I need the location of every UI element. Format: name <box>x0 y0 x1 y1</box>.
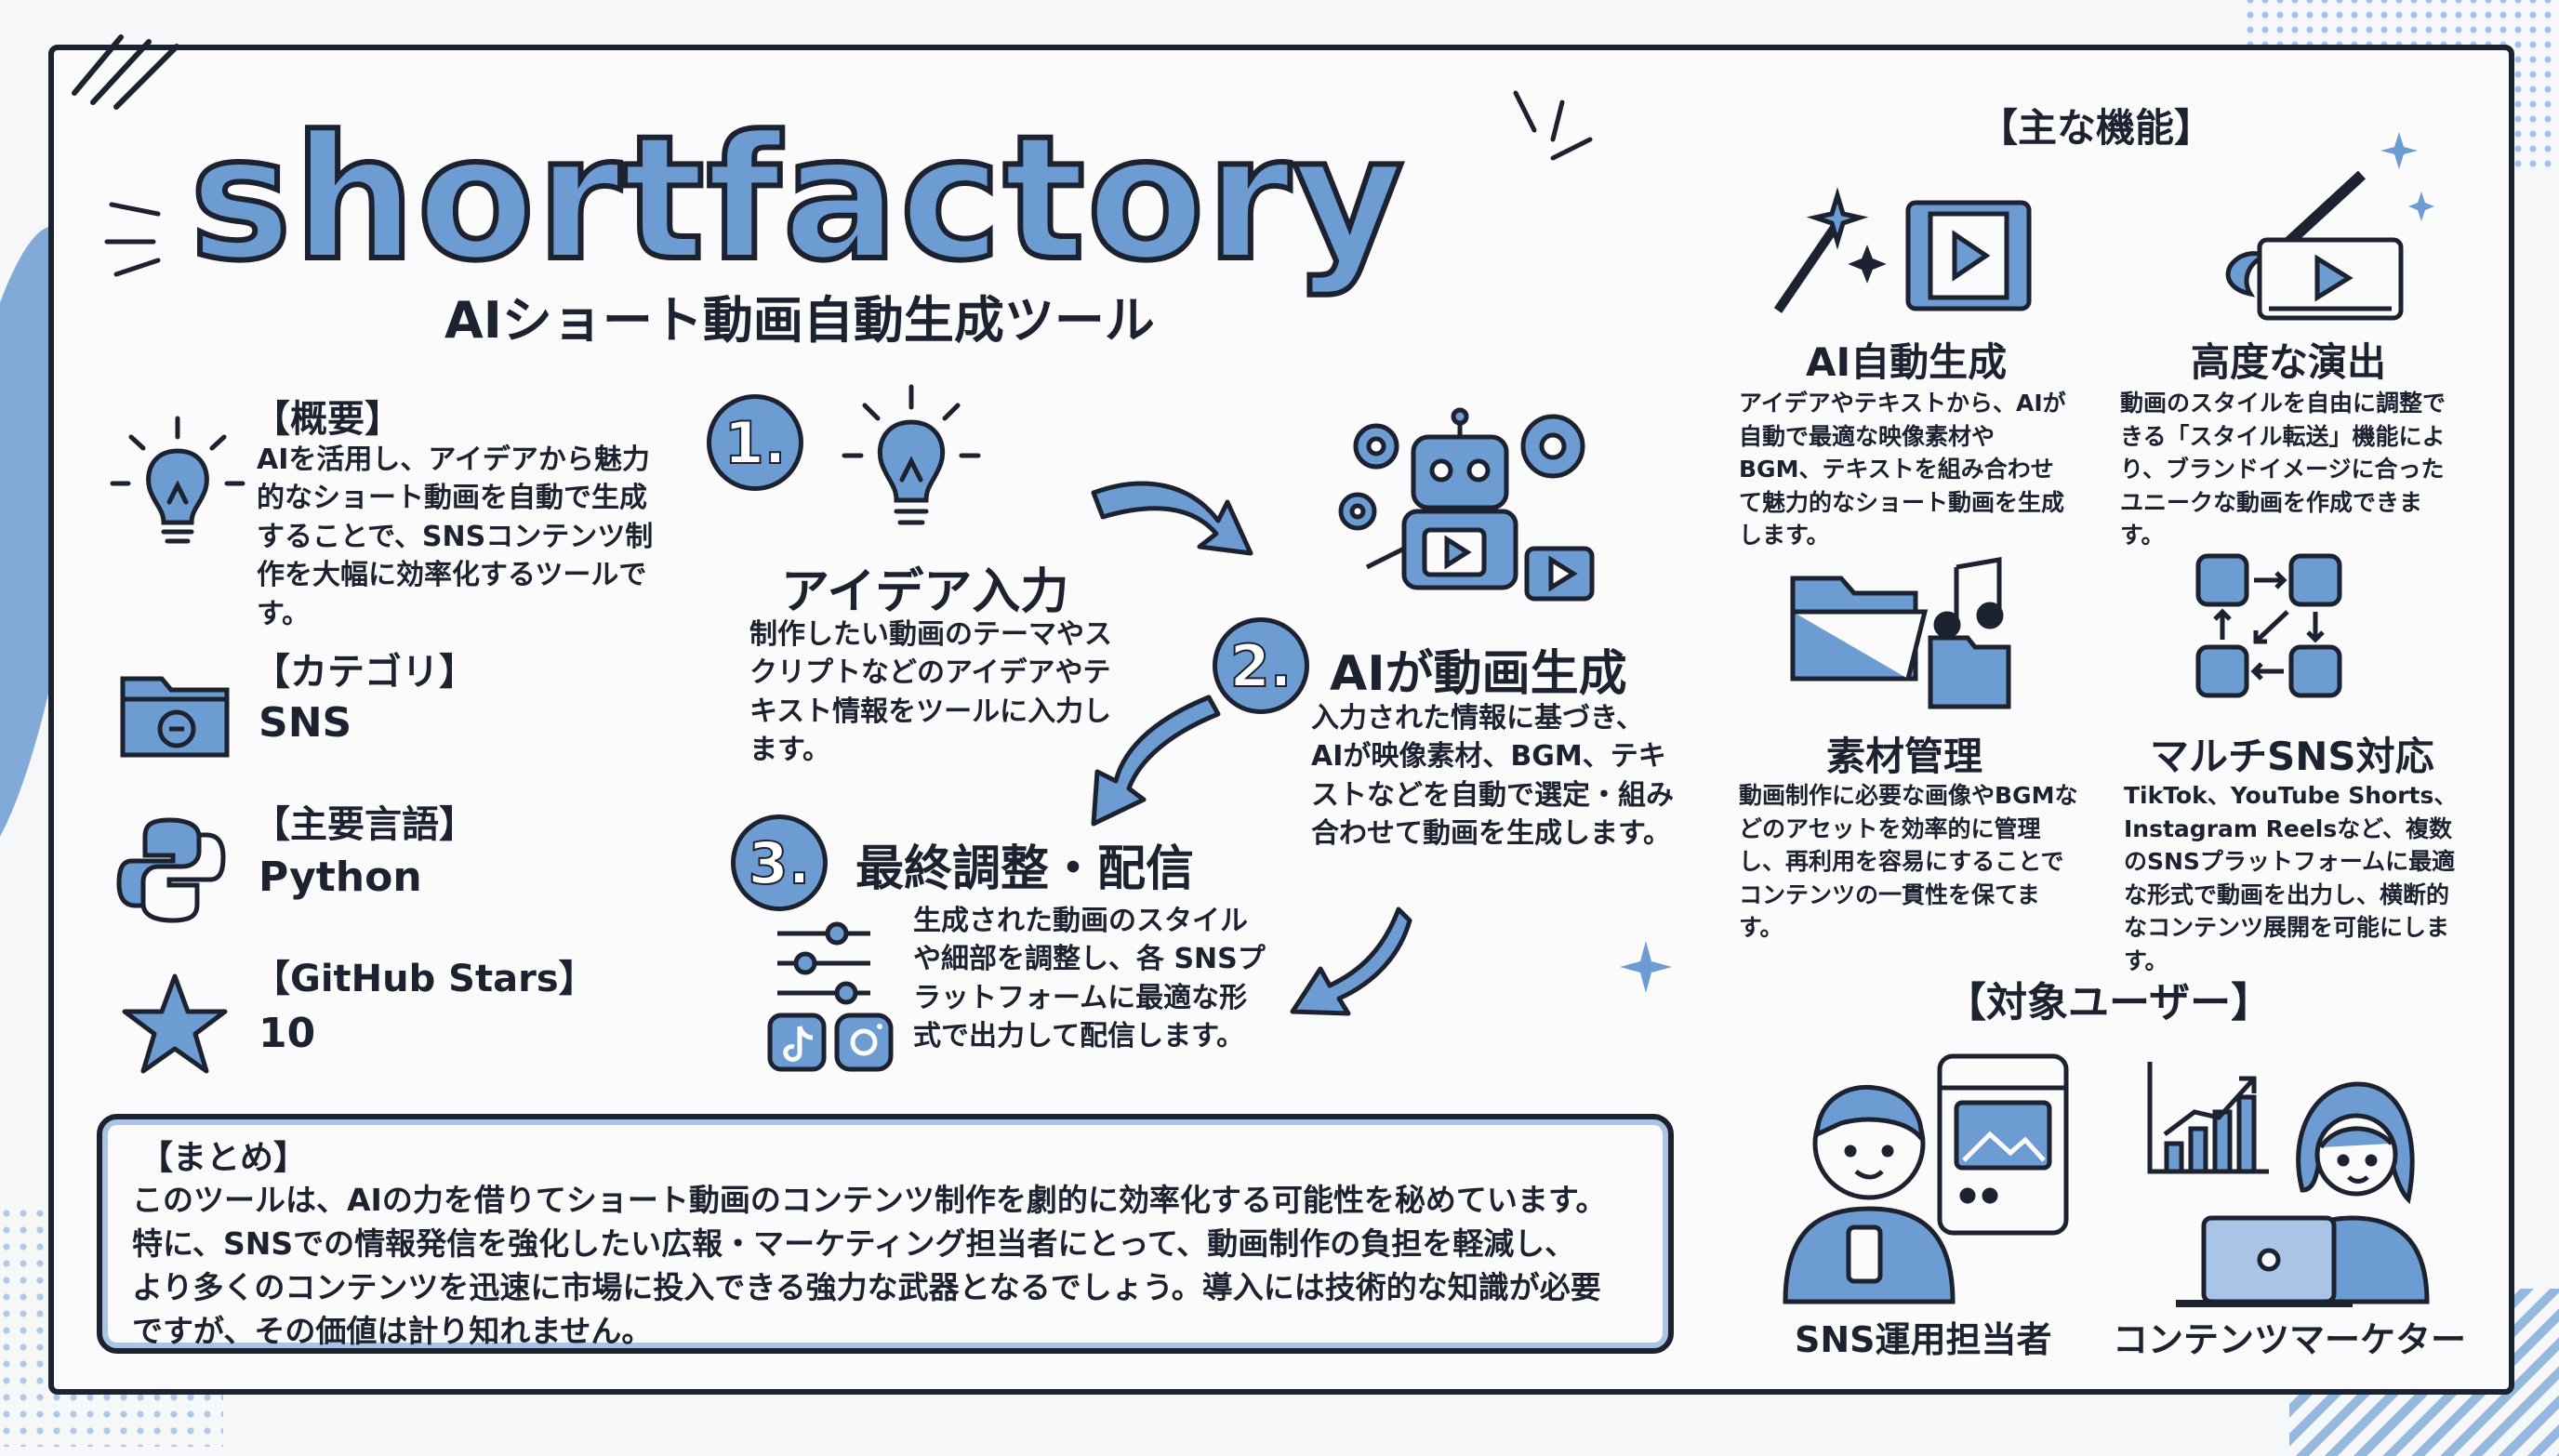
sparkle-icon <box>1620 941 1672 993</box>
features-header: 【主な機能】 <box>1979 105 2214 151</box>
sparkle-icon <box>2380 132 2434 221</box>
folder-music-icon <box>1790 557 2011 709</box>
step-1-title: アイデア入力 <box>781 564 1069 620</box>
language-header: 【主要言語】 <box>253 803 476 846</box>
tiktok-instagram-icon <box>767 1013 894 1072</box>
step-3-number: 3. <box>731 814 828 911</box>
python-icon <box>116 817 226 923</box>
feature-3-title: 素材管理 <box>1826 734 1983 779</box>
summary-line: ですが、その価値は計り知れません。 <box>132 1312 653 1349</box>
step-3-title: 最終調整・配信 <box>855 841 1195 897</box>
overview-header: 【概要】 <box>253 398 402 441</box>
step-2-text: 入力された情報に基づき、AIが映像素材、BGM、テキストなどを自動で選定・組み合… <box>1311 702 1674 851</box>
feature-1-title: AI自動生成 <box>1806 339 2008 385</box>
page-title: shortfactory <box>187 99 1407 298</box>
robot-icon <box>1338 407 1595 602</box>
star-icon <box>122 973 228 1074</box>
user-1-label: SNS運用担当者 <box>1795 1319 2052 1360</box>
scribble-icon <box>72 34 179 110</box>
summary-header: 【まとめ】 <box>139 1139 308 1177</box>
spark-lines-icon <box>104 202 161 277</box>
summary-line: 特に、SNSでの情報発信を強化したい広報・マーケティング担当者にとって、動画制作… <box>132 1224 1576 1262</box>
step-1-text: 制作したい動画のテーマやスクリプトなどのアイデアやテキスト情報をツールに入力しま… <box>749 618 1112 767</box>
step-2-number: 2. <box>1213 617 1309 714</box>
user-2-label: コンテンツマーケター <box>2113 1319 2467 1360</box>
category-header: 【カテゴリ】 <box>253 651 476 694</box>
magic-wand-video-icon <box>1773 187 2032 313</box>
feature-4-text: TikTok、YouTube Shorts、Instagram Reelsなど、… <box>2124 782 2458 974</box>
spark-lines-icon <box>1513 90 1593 161</box>
content-marketer-illustration <box>2147 1062 2430 1307</box>
feature-1-text: アイデアやテキストから、AIが自動で最適な映像素材やBGM、テキストを組み合わせ… <box>1739 390 2066 549</box>
folder-icon <box>120 676 230 758</box>
arrow-down-left-icon <box>1091 695 1221 827</box>
page-subtitle: AIショート動画自動生成ツール <box>444 291 1155 350</box>
arrow-right-icon <box>1091 481 1253 556</box>
overview-text: AIを活用し、アイデアから魅力的なショート動画を自動で生成することで、SNSコン… <box>257 443 654 630</box>
step-3-text: 生成された動画のスタイルや細部を調整し、各 SNSプラットフォームに最適な形式で… <box>913 905 1266 1053</box>
step-2-title: AIが動画生成 <box>1330 646 1627 702</box>
summary-line: より多くのコンテンツを迅速に市場に投入できる強力な武器となるでしょう。導入には技… <box>132 1268 1601 1305</box>
lightbulb-icon <box>842 384 981 525</box>
feature-2-title: 高度な演出 <box>2191 339 2387 385</box>
multi-sns-icon <box>2195 553 2342 698</box>
feature-2-text: 動画のスタイルを自由に調整できる「スタイル転送」機能により、ブランドイメージに合… <box>2120 390 2446 549</box>
step-1-number: 1. <box>707 394 803 491</box>
lightbulb-icon <box>110 416 245 544</box>
paintbrush-video-icon <box>2225 170 2404 321</box>
users-header: 【対象ユーザー】 <box>1945 979 2273 1026</box>
sns-manager-illustration <box>1783 1053 2069 1304</box>
feature-3-text: 動画制作に必要な画像やBGMなどのアセットを効率的に管理し、再利用を容易にするこ… <box>1739 782 2078 941</box>
arrow-down-left-icon <box>1290 907 1412 1016</box>
stars-header: 【GitHub Stars】 <box>253 958 596 1000</box>
stars-value: 10 <box>259 1010 316 1057</box>
feature-4-title: マルチSNS対応 <box>2150 734 2434 779</box>
category-value: SNS <box>259 699 352 747</box>
summary-text: このツールは、AIの力を借りてショート動画のコンテンツ制作を劇的に効率化する可能… <box>132 1179 1657 1353</box>
summary-box <box>97 1114 1674 1354</box>
language-value: Python <box>259 854 422 901</box>
summary-line: このツールは、AIの力を借りてショート動画のコンテンツ制作を劇的に効率化する可能… <box>132 1182 1607 1218</box>
sliders-icon <box>777 921 870 1005</box>
